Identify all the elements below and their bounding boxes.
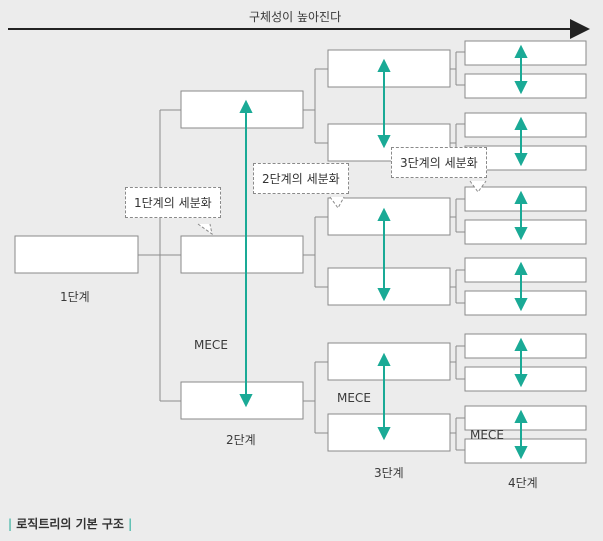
mece-arrow — [377, 207, 391, 302]
mece-label: MECE — [470, 428, 504, 442]
level4-box — [464, 405, 587, 431]
callout-pointer — [197, 223, 213, 236]
mece-arrow — [514, 261, 528, 312]
level4-box — [464, 290, 587, 316]
level4-box — [464, 333, 587, 359]
mece-arrow — [239, 99, 253, 408]
connector-lines — [138, 51, 465, 451]
mece-label: MECE — [337, 391, 371, 405]
level3-box — [327, 49, 451, 88]
caption-bar: | — [8, 517, 13, 531]
mece-arrow — [377, 58, 391, 149]
callout-pointer — [329, 196, 345, 209]
level3-box — [327, 342, 451, 381]
figure-caption: | 로직트리의 기본 구조 | — [8, 515, 132, 532]
mece-arrow — [514, 337, 528, 388]
callout-pointer — [469, 180, 487, 193]
level4-box — [464, 186, 587, 212]
level4-box — [464, 219, 587, 245]
level2-box — [180, 381, 304, 420]
caption-text: 로직트리의 기본 구조 — [16, 517, 124, 531]
level3-box — [327, 413, 451, 452]
callout-level3-breakdown: 3단계의 세분화 — [391, 147, 487, 178]
callout-level1-breakdown: 1단계의 세분화 — [125, 187, 221, 218]
level1-label: 1단계 — [60, 290, 90, 304]
level2-box — [180, 235, 304, 274]
mece-arrow — [514, 116, 528, 167]
mece-label: MECE — [194, 338, 228, 352]
callout-level2-breakdown: 2단계의 세분화 — [253, 163, 349, 194]
mece-arrow — [514, 409, 528, 460]
level3-label: 3단계 — [374, 466, 404, 480]
level4-box — [464, 438, 587, 464]
level4-box — [464, 366, 587, 392]
level4-box — [464, 257, 587, 283]
caption-bar: | — [128, 517, 133, 531]
mece-arrow — [514, 190, 528, 241]
level4-box — [464, 112, 587, 138]
level4-label: 4단계 — [508, 476, 538, 490]
level2-label: 2단계 — [226, 433, 256, 447]
level4-box — [464, 40, 587, 66]
specificity-label: 구체성이 높아진다 — [249, 10, 342, 24]
level1-box — [14, 235, 139, 274]
level4-box — [464, 73, 587, 99]
mece-arrow — [377, 352, 391, 441]
mece-arrow — [514, 44, 528, 95]
level3-box — [327, 267, 451, 306]
level3-box — [327, 197, 451, 236]
